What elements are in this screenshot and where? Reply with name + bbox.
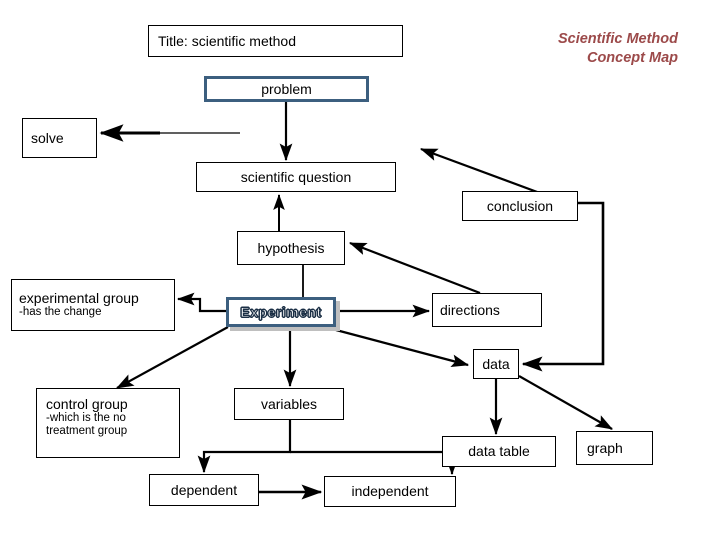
concept-map-heading-line2: Concept Map: [586, 49, 678, 66]
edge-conclusion-to-data: [521, 201, 605, 372]
node-hypothesis[interactable]: hypothesis: [237, 231, 345, 265]
node-dependent-label: dependent: [170, 481, 238, 498]
node-problem-label: problem: [261, 80, 312, 97]
node-title-label: Title: scientific method: [158, 32, 296, 49]
node-data[interactable]: data: [473, 349, 519, 379]
node-graph[interactable]: graph: [576, 431, 653, 465]
node-control-group-label: control group: [46, 396, 128, 412]
node-experiment[interactable]: Experiment: [226, 297, 336, 327]
node-control-group[interactable]: control group -which is the no treatment…: [36, 388, 180, 458]
node-conclusion-label: conclusion: [486, 197, 554, 214]
node-solve[interactable]: solve: [22, 118, 97, 158]
edge-conclusion-to-solve: [419, 147, 549, 198]
node-hypothesis-label: hypothesis: [257, 239, 325, 256]
edge-data-to-graph: [518, 375, 613, 430]
node-experimental-group-detail: -has the change: [19, 306, 102, 319]
edge-variables-bus: [197, 420, 292, 474]
node-data-label: data: [482, 355, 510, 372]
node-control-group-detail-2: treatment group: [46, 425, 128, 438]
node-experiment-label: Experiment: [240, 304, 322, 321]
node-independent-label: independent: [351, 483, 429, 500]
concept-map-heading-line1: Scientific Method: [557, 31, 678, 47]
node-data-table-label: data table: [468, 443, 530, 460]
node-graph-label: graph: [587, 439, 623, 456]
node-problem[interactable]: problem: [204, 76, 369, 102]
node-conclusion[interactable]: conclusion: [462, 191, 578, 221]
edge-experiment-to-control-group: [116, 326, 229, 389]
node-solve-label: solve: [31, 129, 64, 146]
node-experimental-group[interactable]: experimental group -has the change: [11, 279, 175, 331]
node-directions[interactable]: directions: [432, 293, 542, 327]
node-variables[interactable]: variables: [234, 388, 344, 420]
node-title[interactable]: Title: scientific method: [148, 25, 403, 57]
node-independent[interactable]: independent: [324, 476, 456, 507]
edge-experiment-to-data: [335, 328, 470, 367]
node-scientific-question[interactable]: scientific question: [196, 162, 396, 192]
edge-experiment-to-experimental-group: [176, 292, 226, 313]
node-control-group-detail-1: -which is the no: [46, 412, 126, 425]
node-variables-label: variables: [260, 395, 318, 412]
node-scientific-question-label: scientific question: [240, 168, 352, 185]
node-directions-label: directions: [440, 301, 500, 318]
concept-map-heading: Scientific Method Concept Map: [498, 30, 678, 68]
edge-directions-to-hypothesis: [348, 241, 481, 295]
node-data-table[interactable]: data table: [442, 436, 556, 467]
edge-variables-bus-right: [290, 450, 459, 476]
node-dependent[interactable]: dependent: [149, 474, 259, 506]
node-experimental-group-label: experimental group: [19, 290, 139, 307]
